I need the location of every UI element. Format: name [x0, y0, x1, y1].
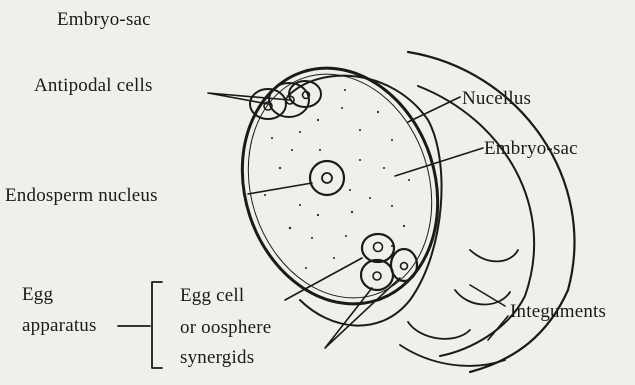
egg-nucleus [374, 243, 383, 252]
label-integuments: Integuments [510, 302, 606, 321]
synergid-1 [361, 260, 393, 290]
label-antipodal-cells: Antipodal cells [34, 76, 153, 95]
integument-lower-1 [408, 322, 470, 339]
label-egg-apparatus-line2: apparatus [22, 316, 97, 335]
leader-nucellus [408, 97, 460, 122]
egg-cell [362, 234, 394, 262]
figure-title: Embryo-sac [57, 10, 151, 29]
leader-integuments-2 [488, 316, 508, 340]
label-egg-cell-line1: Egg cell [180, 286, 244, 305]
label-embryo-sac: Embryo-sac [484, 139, 578, 158]
egg-apparatus-bracket [118, 282, 162, 368]
embryo-sac-inner [220, 50, 460, 322]
nucellus-wall [288, 76, 442, 326]
leader-endosperm [248, 183, 312, 194]
leader-synergids [325, 278, 400, 348]
integument-base [400, 345, 505, 366]
integument-lower-3 [470, 250, 518, 261]
label-egg-cell-line2: or oosphere [180, 318, 271, 337]
leader-egg-cell [285, 258, 362, 300]
synergid-2-nucleus [401, 263, 408, 270]
label-egg-apparatus-line1: Egg [22, 285, 53, 304]
endosperm-nucleus [310, 161, 344, 195]
label-synergids: synergids [180, 348, 254, 367]
embryo-sac-outline [213, 43, 468, 330]
endosperm-nucleolus [322, 173, 332, 183]
label-endosperm-nucleus: Endosperm nucleus [5, 186, 158, 205]
synergid-1-nucleus [373, 272, 381, 280]
label-nucellus: Nucellus [462, 89, 531, 108]
leader-antipodal [208, 93, 290, 104]
